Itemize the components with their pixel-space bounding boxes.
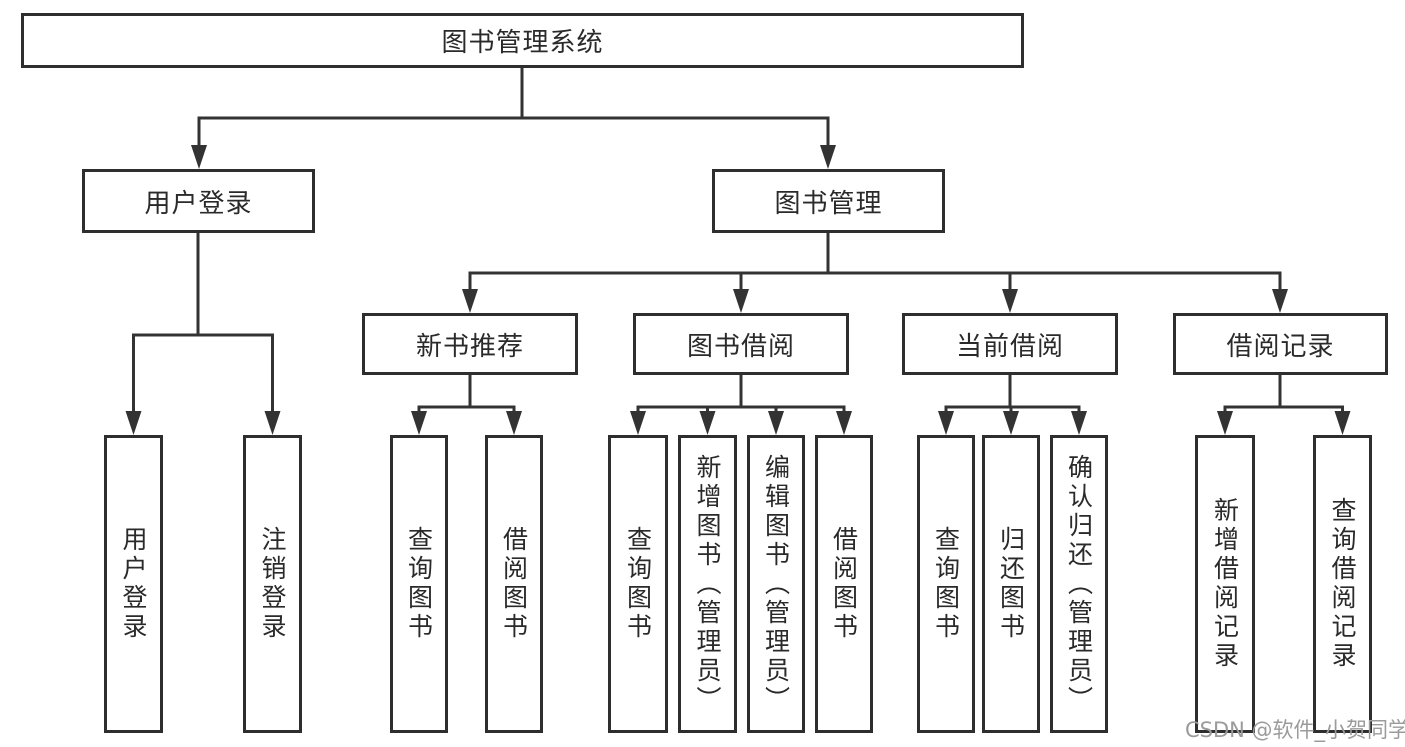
node-label: 用户登录 — [144, 188, 253, 219]
node-label: 借阅记录 — [1226, 331, 1335, 362]
node-borrowing-records: 借阅记录 — [1173, 313, 1388, 375]
leaf-add-books-admin: 新增图书（管理员） — [678, 435, 737, 733]
node-user-login: 用户登录 — [82, 169, 315, 233]
leaf-label: 新增借阅记录 — [1210, 497, 1240, 671]
leaf-query-books-recommend: 查询图书 — [390, 435, 448, 733]
node-label: 图书管理系统 — [441, 28, 604, 58]
leaf-label: 借阅图书 — [829, 526, 859, 642]
leaf-label: 编辑图书（管理员） — [761, 453, 791, 715]
leaf-label: 确认归还（管理员） — [1064, 453, 1094, 715]
leaf-query-books-borrow: 查询图书 — [608, 435, 668, 733]
leaf-user-login: 用户登录 — [104, 435, 163, 733]
leaf-borrow-books: 借阅图书 — [815, 435, 873, 733]
leaf-label: 查询图书 — [931, 526, 961, 642]
leaf-add-borrow-record: 新增借阅记录 — [1195, 435, 1255, 733]
leaf-query-books-current: 查询图书 — [917, 435, 975, 733]
leaf-label: 查询图书 — [623, 526, 653, 642]
node-new-book-recommend: 新书推荐 — [362, 313, 578, 375]
node-library-management-system: 图书管理系统 — [21, 13, 1024, 68]
node-book-borrowing: 图书借阅 — [633, 313, 849, 375]
leaf-label: 查询图书 — [404, 526, 434, 642]
node-label: 新书推荐 — [415, 331, 524, 362]
leaf-label: 新增图书（管理员） — [693, 453, 722, 715]
node-label: 图书管理 — [774, 188, 883, 219]
leaf-label: 用户登录 — [119, 526, 148, 642]
leaf-borrow-books-recommend: 借阅图书 — [485, 435, 543, 733]
leaf-confirm-return-admin: 确认归还（管理员） — [1050, 435, 1108, 733]
csdn-watermark: CSDN @软件_小贺同学 — [1185, 718, 1405, 742]
leaf-query-borrow-record: 查询借阅记录 — [1313, 435, 1372, 733]
node-book-management: 图书管理 — [712, 169, 945, 233]
leaf-label: 查询借阅记录 — [1328, 497, 1357, 671]
node-label: 图书借阅 — [686, 331, 795, 362]
leaf-label: 归还图书 — [996, 526, 1026, 642]
arrowheads — [125, 145, 1351, 435]
leaf-logout: 注销登录 — [243, 435, 302, 733]
node-current-borrowing: 当前借阅 — [902, 313, 1118, 375]
leaf-edit-books-admin: 编辑图书（管理员） — [747, 435, 805, 733]
leaf-return-books: 归还图书 — [982, 435, 1040, 733]
leaf-label: 注销登录 — [258, 526, 287, 642]
leaf-label: 借阅图书 — [499, 526, 529, 642]
node-label: 当前借阅 — [955, 331, 1064, 362]
